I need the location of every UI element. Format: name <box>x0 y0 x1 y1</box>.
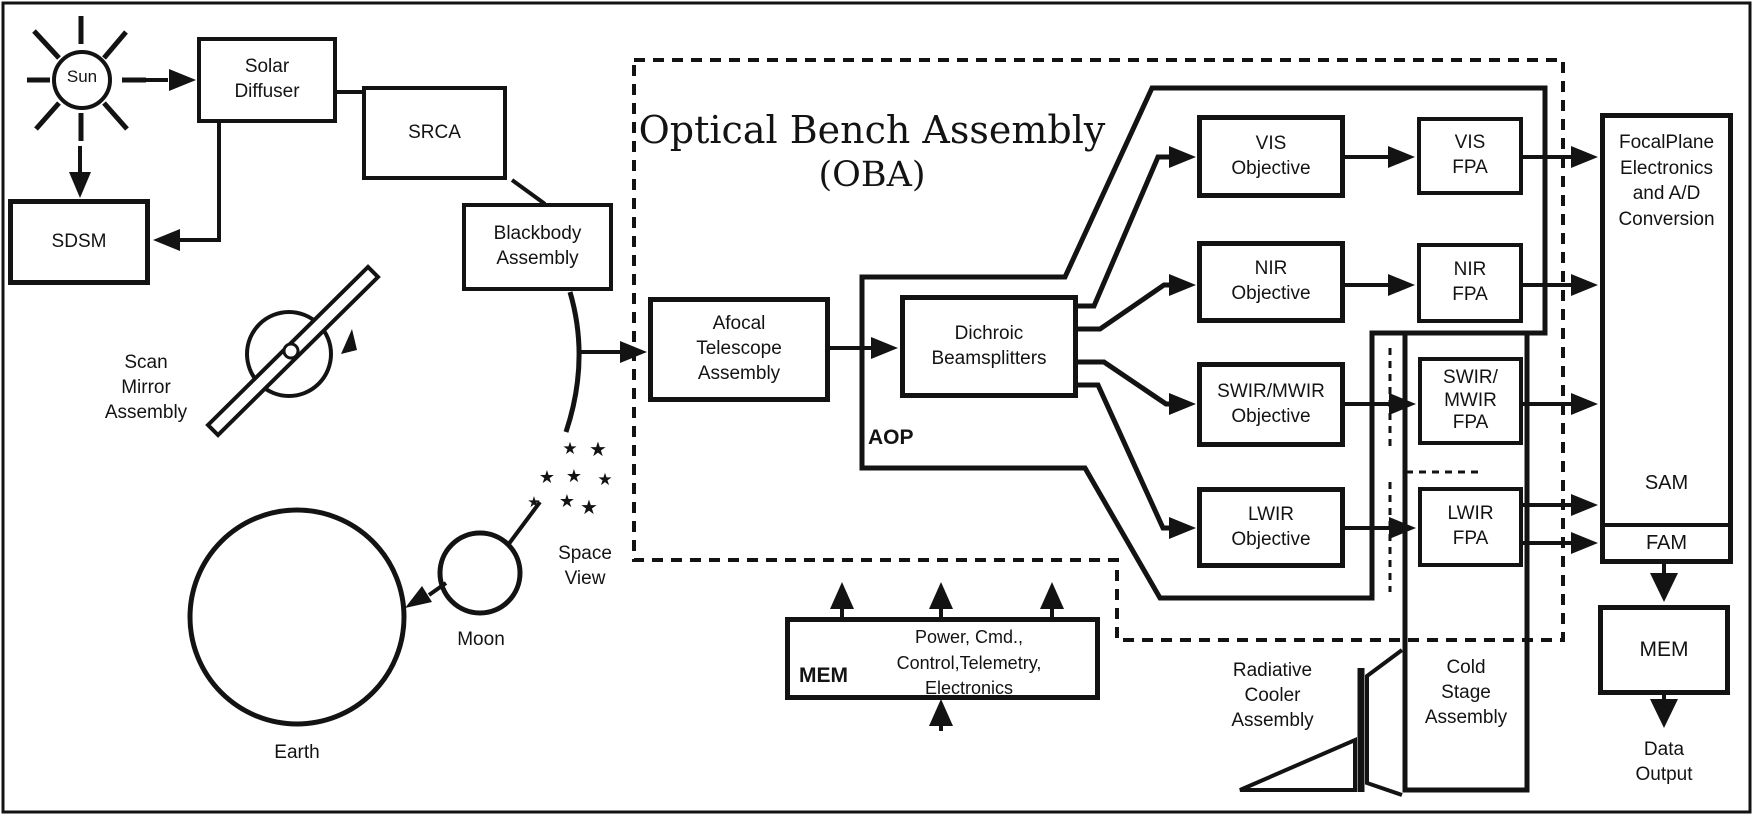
svg-text:★: ★ <box>539 467 555 488</box>
svg-text:★: ★ <box>589 437 607 461</box>
power-cmd-electronics-box: MEM Power, Cmd., Control,Telemetry, Elec… <box>785 617 1100 700</box>
svg-text:★: ★ <box>527 493 540 511</box>
blackbody-assembly-box: Blackbody Assembly <box>462 203 613 291</box>
fam-label: FAM <box>1645 532 1688 554</box>
afocal-telescope-box: Afocal Telescope Assembly <box>648 297 830 402</box>
svg-text:★: ★ <box>580 495 598 519</box>
focal-plane-electronics-label: FocalPlane Electronics and A/D Conversio… <box>1618 132 1715 230</box>
earth-label: Earth <box>274 742 320 763</box>
vis-objective-box: VIS Objective <box>1197 115 1345 198</box>
nir-fpa-box: NIR FPA <box>1417 243 1523 323</box>
arrowheads <box>69 69 1678 728</box>
lwir-objective-box: LWIR Objective <box>1197 487 1345 568</box>
sam-label: SAM <box>1644 472 1689 494</box>
radiative-cooler-icon <box>1239 648 1404 797</box>
dichroic-beamsplitters-box: Dichroic Beamsplitters <box>900 295 1078 398</box>
moon-icon <box>437 530 523 616</box>
light-path-lines <box>1078 154 1172 531</box>
scan-arc <box>563 291 582 433</box>
moon-label: Moon <box>457 629 505 650</box>
scan-mirror-assembly-label: Scan Mirror Assembly <box>104 352 188 424</box>
space-view-label: Space View <box>558 543 612 590</box>
power-cmd-label: Power, Cmd., Control,Telemetry, Electron… <box>896 627 1042 699</box>
nir-objective-box: NIR Objective <box>1197 241 1345 323</box>
sun-icon <box>27 16 146 141</box>
vis-fpa-box: VIS FPA <box>1417 117 1523 195</box>
swir-mwir-fpa-box: SWIR/ MWIR FPA <box>1418 357 1523 445</box>
swir-mwir-objective-box: SWIR/MWIR Objective <box>1197 362 1345 447</box>
stars-icon: ★ ★ ★ ★ ★ ★ ★ ★ <box>527 437 612 519</box>
solar-diffuser-box: Solar Diffuser <box>197 37 337 123</box>
oba-subtitle: (OBA) <box>818 155 926 195</box>
cold-stage-label: Cold Stage Assembly <box>1424 657 1508 729</box>
sun-label: Sun <box>66 67 98 86</box>
aop-label: AOP <box>868 426 914 449</box>
optical-path-outline <box>859 85 1548 601</box>
radiative-cooler-label: Radiative Cooler Assembly <box>1231 660 1314 732</box>
lwir-fpa-box: LWIR FPA <box>1418 487 1523 567</box>
svg-text:★: ★ <box>562 439 577 459</box>
mem-bottom-label: MEM <box>799 663 848 687</box>
scan-mirror-icon <box>205 264 381 438</box>
oba-dashed-boundary <box>632 58 1565 642</box>
svg-text:★: ★ <box>597 470 612 490</box>
svg-text:★: ★ <box>566 466 582 487</box>
earth-icon <box>187 507 407 727</box>
fam-section: FAM <box>1600 523 1733 564</box>
srca-box: SRCA <box>362 86 507 180</box>
mem-output-box: MEM <box>1598 605 1730 695</box>
svg-text:★: ★ <box>559 491 575 512</box>
data-output-label: Data Output <box>1635 739 1693 786</box>
sdsm-box: SDSM <box>8 199 150 285</box>
focal-plane-electronics-box: FocalPlane Electronics and A/D Conversio… <box>1600 113 1733 564</box>
oba-title: Optical Bench Assembly <box>638 108 1106 152</box>
